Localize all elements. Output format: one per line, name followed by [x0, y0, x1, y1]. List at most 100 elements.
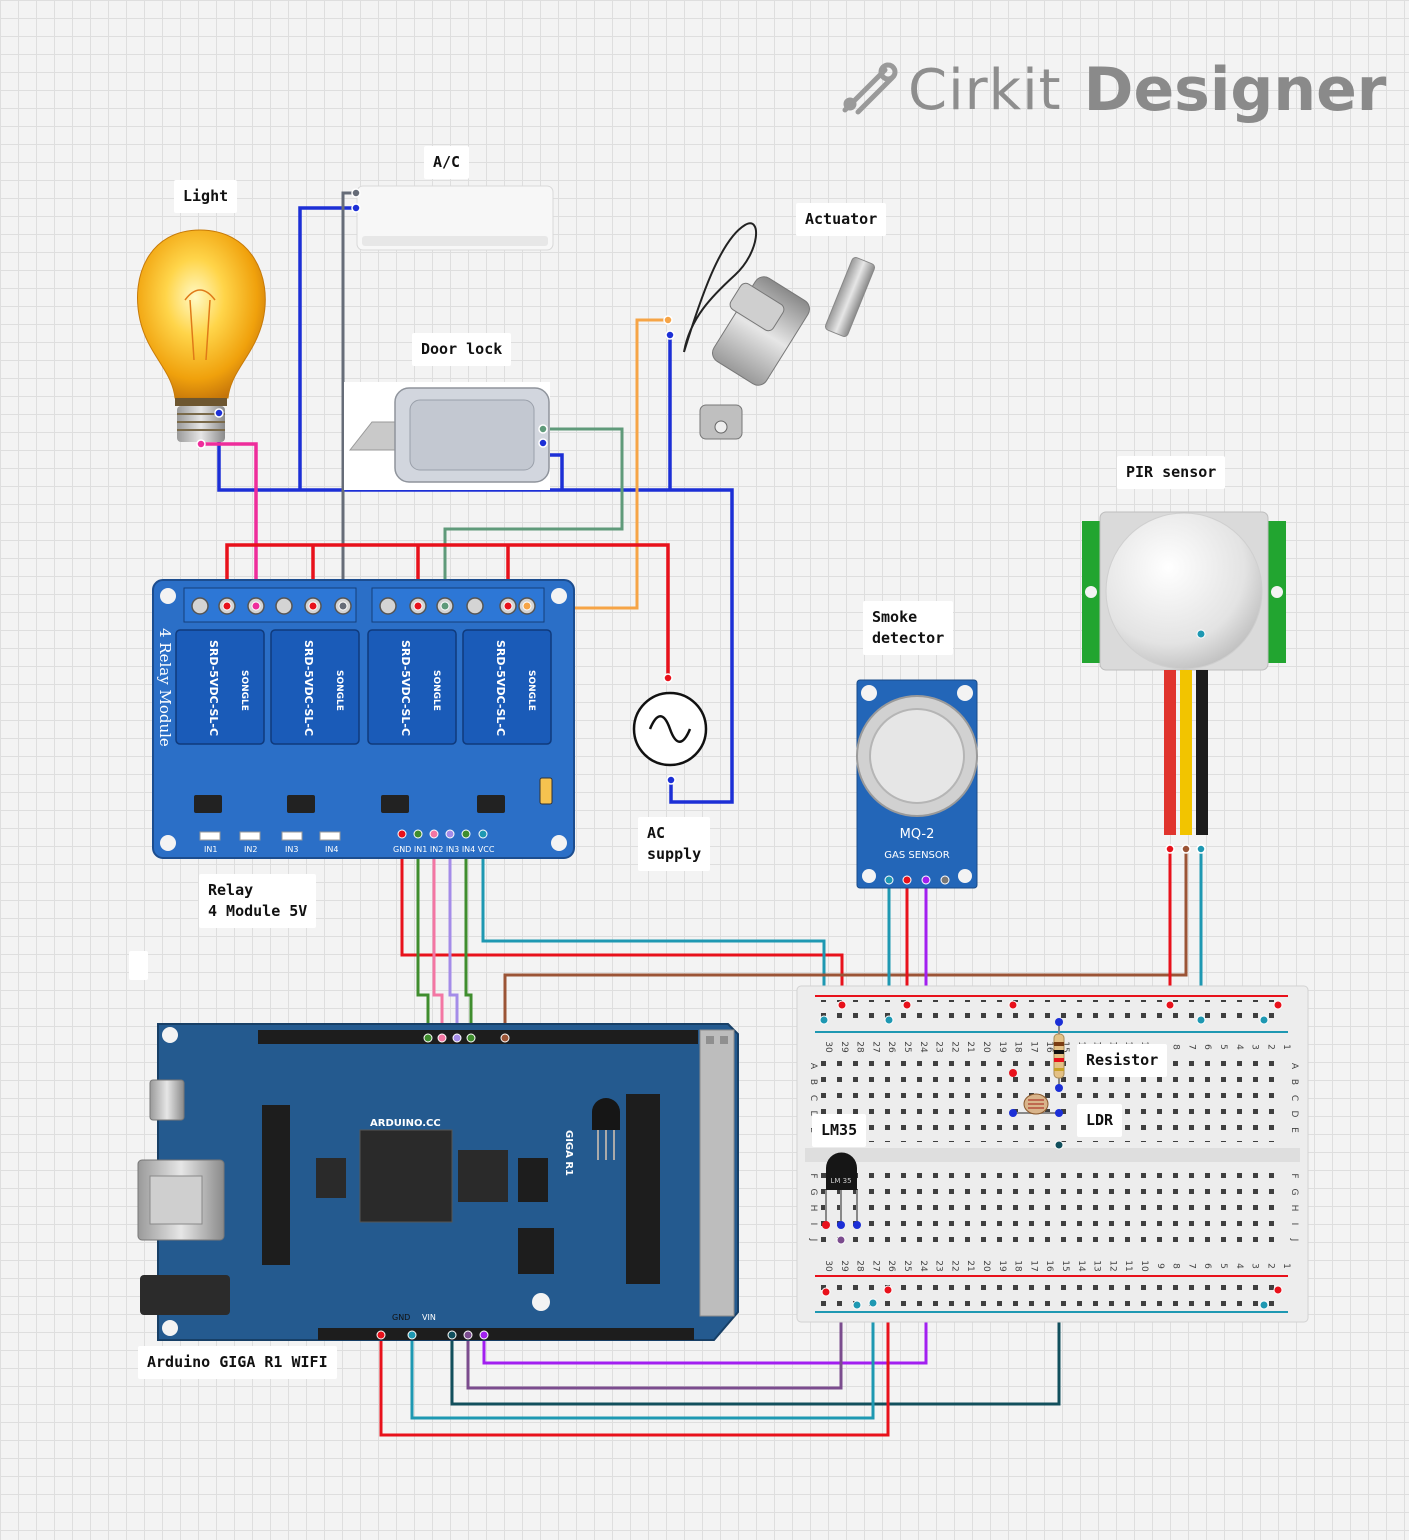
breadboard-row-label: B	[1289, 1079, 1299, 1085]
linear-actuator[interactable]	[663, 222, 876, 440]
relay-in3-label: IN3	[285, 845, 298, 854]
breadboard-col-label: 11	[1123, 1260, 1133, 1271]
wire-relay-vcc[interactable]	[481, 834, 826, 1005]
arduino-vin-pin: VIN	[422, 1313, 436, 1322]
relay-coil-1: SRD-5VDC-SL-C	[207, 640, 220, 736]
ldr[interactable]	[1009, 1069, 1063, 1117]
breadboard-col-label: 10	[1139, 1260, 1149, 1272]
wire-relay-in1[interactable]	[416, 834, 430, 1038]
breadboard[interactable]: 3030292928282727262625252424232322222121…	[796, 985, 1309, 1323]
wire-relay-in4[interactable]	[464, 834, 473, 1038]
breadboard-col-label: 20	[981, 1260, 991, 1272]
relay-brand-4: SONGLE	[526, 670, 536, 711]
breadboard-col-label: 9	[1155, 1263, 1165, 1269]
wire-relay-in2[interactable]	[432, 834, 444, 1038]
mq2-gas-sensor[interactable]: MQ-2 GAS SENSOR	[856, 679, 978, 889]
label-ac: A/C	[424, 146, 470, 179]
breadboard-col-label: 5	[1218, 1263, 1228, 1269]
arduino-gnd-pin: GND	[392, 1313, 410, 1322]
breadboard-col-label: 23	[934, 1041, 944, 1052]
ac-supply[interactable]	[632, 673, 708, 785]
breadboard-row-label: I	[1289, 1223, 1299, 1226]
breadboard-col-label: 6	[1202, 1044, 1212, 1050]
breadboard-row-label: A	[808, 1063, 818, 1070]
breadboard-col-label: 19	[997, 1041, 1007, 1053]
ac-unit[interactable]	[351, 185, 554, 251]
breadboard-col-label: 7	[1186, 1044, 1196, 1050]
relay-board-title: 4 Relay Module	[156, 628, 174, 747]
relay-pin-labels: GND IN1 IN2 IN3 IN4 VCC	[393, 845, 495, 854]
lm35-text: LM 35	[830, 1177, 851, 1185]
breadboard-row-label: H	[808, 1205, 818, 1212]
breadboard-col-label: 25	[902, 1260, 912, 1271]
breadboard-col-label: 7	[1186, 1263, 1196, 1269]
breadboard-col-label: 4	[1234, 1263, 1244, 1269]
label-relay: Relay 4 Module 5V	[199, 874, 317, 928]
wire-relay-in3[interactable]	[448, 834, 459, 1038]
breadboard-col-label: 2	[1265, 1263, 1275, 1269]
label-ac-supply: AC supply	[638, 817, 711, 871]
breadboard-col-label: 16	[1044, 1041, 1054, 1053]
light-bulb[interactable]	[137, 229, 266, 449]
breadboard-col-label: 30	[823, 1041, 833, 1053]
relay-brand-1: SONGLE	[239, 670, 249, 711]
label-door-lock: Door lock	[412, 333, 512, 366]
breadboard-col-label: 1	[1281, 1263, 1291, 1269]
wire-green-lock[interactable]	[443, 427, 624, 606]
breadboard-row-label: J	[808, 1238, 818, 1242]
breadboard-col-label: 21	[965, 1041, 975, 1052]
label-actuator: Actuator	[796, 203, 887, 236]
relay-coil-4: SRD-5VDC-SL-C	[494, 640, 507, 736]
label-lm35: LM35	[812, 1114, 867, 1147]
breadboard-row-label: E	[1289, 1127, 1299, 1133]
breadboard-col-label: 26	[886, 1260, 896, 1272]
wire-gnd-teal[interactable]	[410, 1303, 875, 1420]
label-arduino: Arduino GIGA R1 WIFI	[138, 1346, 337, 1379]
mq2-sub: GAS SENSOR	[884, 850, 949, 861]
brand-product: Designer	[1083, 55, 1387, 125]
breadboard-col-label: 28	[855, 1041, 865, 1053]
arduino-url: ARDUINO.CC	[370, 1118, 441, 1129]
lm35-sensor[interactable]: LM 35	[822, 1152, 861, 1230]
wire-pink-light[interactable]	[201, 442, 258, 606]
breadboard-col-label: 27	[870, 1260, 880, 1271]
breadboard-row-label: J	[1289, 1238, 1299, 1242]
cirkit-logo-icon	[842, 62, 898, 115]
door-lock[interactable]	[344, 382, 550, 490]
breadboard-col-label: 16	[1044, 1260, 1054, 1272]
breadboard-col-label: 8	[1171, 1044, 1181, 1050]
breadboard-row-label: G	[808, 1189, 818, 1196]
wire-pir-brown[interactable]	[503, 849, 1188, 1038]
breadboard-col-label: 26	[886, 1041, 896, 1053]
breadboard-col-label: 29	[839, 1260, 849, 1272]
relay-in2-label: IN2	[244, 845, 257, 854]
breadboard-col-label: 21	[965, 1260, 975, 1271]
label-light: Light	[174, 180, 238, 213]
mq2-name: MQ-2	[900, 827, 935, 842]
wire-relay-gnd[interactable]	[400, 834, 844, 1005]
arduino-giga-board[interactable]: ARDUINO.CC GIGA R1 GND VIN	[137, 1023, 739, 1341]
relay-module[interactable]: SRD-5VDC-SL-C SRD-5VDC-SL-C SRD-5VDC-SL-…	[152, 579, 575, 859]
breadboard-row-label: F	[808, 1173, 818, 1178]
wire-blue-bus[interactable]	[217, 206, 734, 804]
breadboard-col-label: 3	[1250, 1263, 1260, 1269]
wire-red-common[interactable]	[225, 543, 670, 678]
lm35-on-arduino	[592, 1098, 620, 1160]
label-pir: PIR sensor	[1117, 456, 1226, 489]
small-marker	[129, 951, 148, 980]
breadboard-col-label: 17	[1028, 1041, 1038, 1052]
breadboard-row-label: I	[808, 1223, 818, 1226]
breadboard-row-label: C	[808, 1095, 818, 1101]
breadboard-col-label: 23	[934, 1260, 944, 1271]
arduino-giga-text: GIGA R1	[563, 1130, 574, 1176]
wire-orange-actuator[interactable]	[527, 318, 668, 610]
relay-coil-2: SRD-5VDC-SL-C	[302, 640, 315, 736]
breadboard-col-label: 5	[1218, 1044, 1228, 1050]
pir-sensor[interactable]	[1082, 511, 1286, 854]
resistor[interactable]	[1053, 1018, 1065, 1092]
breadboard-col-label: 19	[997, 1260, 1007, 1272]
wire-3v3-red[interactable]	[379, 1290, 890, 1437]
breadboard-col-label: 24	[918, 1260, 928, 1272]
relay-brand-3: SONGLE	[431, 670, 441, 711]
